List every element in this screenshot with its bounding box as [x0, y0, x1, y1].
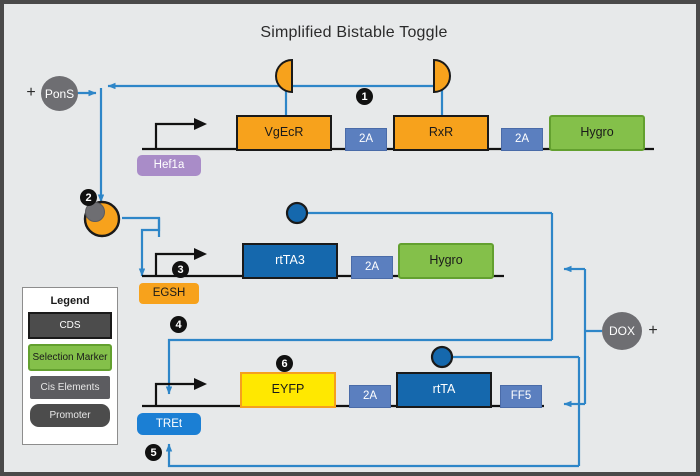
gene-box-hygro-2[interactable]: Hygro — [398, 243, 494, 279]
marker-5: 5 — [145, 444, 162, 461]
marker-1: 1 — [356, 88, 373, 105]
gene-box-rtta3[interactable]: rtTA3 — [242, 243, 338, 279]
legend-panel: Legend CDS Selection Marker Cis Elements… — [22, 287, 118, 445]
diagram-title: Simplified Bistable Toggle — [260, 24, 448, 41]
promoter-hef1a[interactable]: Hef1a — [137, 155, 201, 176]
tss-head-2 — [194, 248, 207, 260]
gene-box-hygro-1[interactable]: Hygro — [549, 115, 645, 151]
gene-box-rtta[interactable]: rtTA — [396, 372, 492, 408]
tss-head-3 — [194, 378, 207, 390]
tss-arrow-2 — [154, 252, 196, 276]
rxr-half-moon-icon — [433, 58, 451, 94]
wire-dimer-to-egsh-b — [140, 218, 161, 240]
cis-box-ff5[interactable]: FF5 — [500, 385, 542, 408]
marker-2: 2 — [80, 189, 97, 206]
protein-glyphs — [83, 58, 454, 369]
rtta3-protein-icon — [285, 201, 309, 225]
gene-box-rxr[interactable]: RxR — [393, 115, 489, 151]
wire-feedback-to-tret — [165, 443, 579, 468]
wire-dimer-to-egsh-a — [122, 216, 161, 237]
legend-item-selection-marker: Selection Marker — [28, 344, 112, 371]
pons-molecule[interactable]: PonS — [41, 76, 78, 111]
dox-molecule[interactable]: DOX — [602, 312, 642, 350]
cis-box-2a-4[interactable]: 2A — [349, 385, 391, 408]
tss-arrow-3 — [154, 382, 196, 406]
legend-title: Legend — [50, 295, 90, 307]
dox-plus-sign: + — [648, 322, 658, 339]
vgecr-half-moon-icon — [275, 58, 293, 94]
gene-box-eyfp[interactable]: EYFP — [240, 372, 336, 408]
marker-3: 3 — [172, 261, 189, 278]
marker-6: 6 — [276, 355, 293, 372]
legend-item-cds: CDS — [28, 312, 112, 339]
promoter-tret[interactable]: TREt — [137, 413, 201, 435]
legend-item-promoter: Promoter — [30, 404, 110, 427]
wire-to-tret-a — [167, 338, 552, 360]
cis-box-2a-1[interactable]: 2A — [345, 128, 387, 151]
cis-box-2a-2[interactable]: 2A — [501, 128, 543, 151]
legend-item-cis-elements: Cis Elements — [30, 376, 110, 399]
promoter-egsh[interactable]: EGSH — [139, 283, 199, 304]
rtta-protein-icon — [430, 345, 454, 369]
pons-plus-sign: + — [26, 84, 36, 101]
gene-box-vgecr[interactable]: VgEcR — [236, 115, 332, 151]
marker-4: 4 — [170, 316, 187, 333]
cis-box-2a-3[interactable]: 2A — [351, 256, 393, 279]
tss-arrow-1 — [154, 122, 196, 149]
tss-head-1 — [194, 118, 207, 130]
